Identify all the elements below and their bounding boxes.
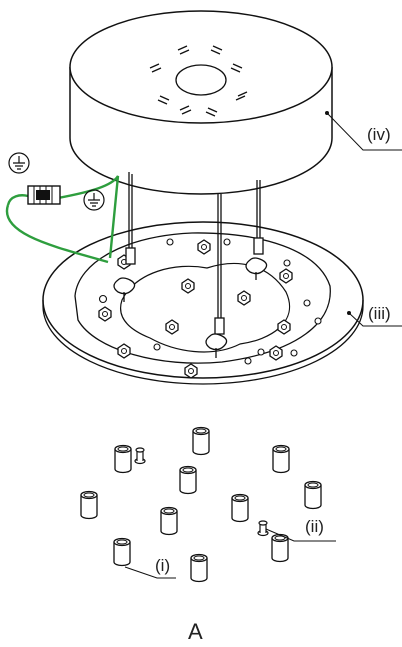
screws (134, 447, 269, 537)
spacer-sleeves (80, 426, 322, 583)
callout-i: (i) (155, 556, 170, 575)
callout-leaders (124, 112, 402, 579)
callout-ii: (ii) (305, 517, 324, 536)
cover-slots (149, 45, 248, 117)
plate-holes (98, 238, 322, 365)
ground-wire-to-cover (57, 175, 120, 259)
cable-grippers (113, 257, 268, 358)
cover-disc (69, 10, 333, 195)
figure-label: A (188, 619, 203, 644)
wire-connector-icon (6, 185, 61, 206)
callout-iv: (iv) (367, 125, 391, 144)
callout-iii: (iii) (368, 304, 391, 323)
suspension-cables (125, 172, 264, 335)
mounting-plate (42, 221, 364, 385)
ground-wire (5, 204, 109, 264)
ground-symbol-icon (8, 152, 30, 174)
ground-symbol-icon (83, 189, 105, 211)
